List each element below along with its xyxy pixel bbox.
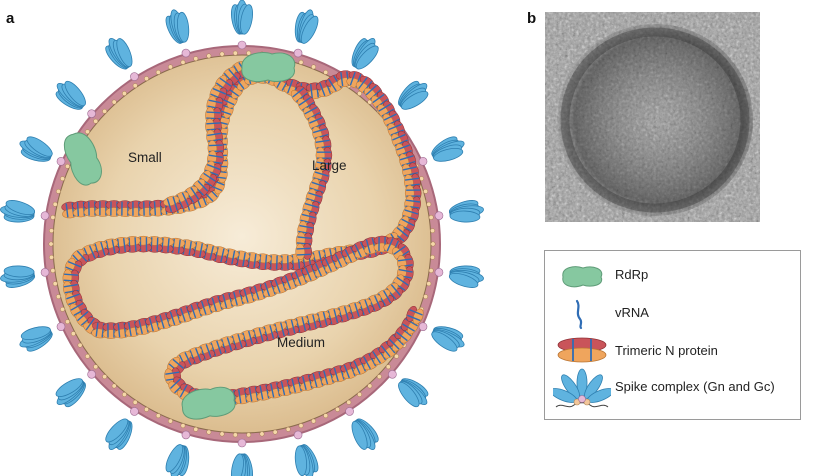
n-protein-bead (64, 257, 83, 277)
vrna-icon (575, 299, 583, 330)
rdrp-icon (562, 266, 603, 288)
membrane-dots (48, 50, 436, 438)
legend-item-spike: Spike complex (Gn and Gc) (545, 367, 800, 417)
spike-complex (55, 80, 86, 110)
spike-complex (448, 265, 484, 288)
n-protein-bead (173, 191, 192, 210)
spike-complex (105, 418, 133, 450)
spike-complex (165, 444, 190, 476)
rdrp-complex (241, 52, 296, 82)
legend-item-vrna: vRNA (545, 295, 800, 331)
legend-label-vrna: vRNA (615, 305, 649, 320)
segment-label-medium: Medium (277, 335, 326, 350)
spike-complex (294, 9, 319, 44)
spike-complex (448, 200, 484, 223)
legend-item-n-protein: Trimeric N protein (545, 333, 800, 369)
spike-complex (105, 38, 133, 70)
n-protein-bead (297, 220, 315, 239)
spike-complex (0, 265, 36, 288)
spike-complex (398, 80, 429, 110)
spike-complex (294, 444, 319, 476)
panel-label-b: b (527, 10, 537, 27)
spike-complex (351, 38, 379, 70)
spike-complex (19, 136, 53, 162)
panel-label-a: a (6, 10, 15, 27)
spike-complex (230, 0, 254, 35)
spike-ring (0, 0, 484, 476)
rdrp-complex (181, 386, 236, 420)
spike-complex (0, 200, 36, 223)
n-protein-bead (360, 352, 379, 371)
legend-label-spike: Spike complex (Gn and Gc) (615, 379, 775, 394)
spike-complex (55, 378, 86, 408)
spike-complex (398, 378, 429, 408)
spike-complex-icon (553, 368, 611, 408)
spike-complex (431, 326, 465, 352)
spike-complex (431, 136, 465, 162)
rdrp-complexes (63, 52, 296, 420)
legend: RdRp vRNA Trimeric N protein (544, 250, 801, 420)
segment-label-small: Small (128, 150, 162, 165)
n-protein-bead (207, 139, 225, 157)
trimeric-n-protein-icon (557, 337, 607, 363)
n-protein-bead (406, 305, 424, 325)
n-protein-bead (163, 195, 182, 213)
rdrp-complex (63, 132, 102, 186)
spike-complex (19, 326, 53, 352)
legend-item-rdrp: RdRp (545, 257, 800, 293)
spike-complex (165, 9, 190, 44)
spike-complex (351, 418, 379, 450)
electron-micrograph (545, 12, 760, 222)
segment-label-large: Large (312, 158, 347, 173)
legend-label-n-protein: Trimeric N protein (615, 343, 718, 358)
spike-complex (230, 453, 254, 476)
n-protein-bead (112, 237, 131, 254)
n-protein-bead (371, 91, 390, 111)
n-protein-bead (295, 243, 312, 260)
legend-label-rdrp: RdRp (615, 267, 649, 282)
